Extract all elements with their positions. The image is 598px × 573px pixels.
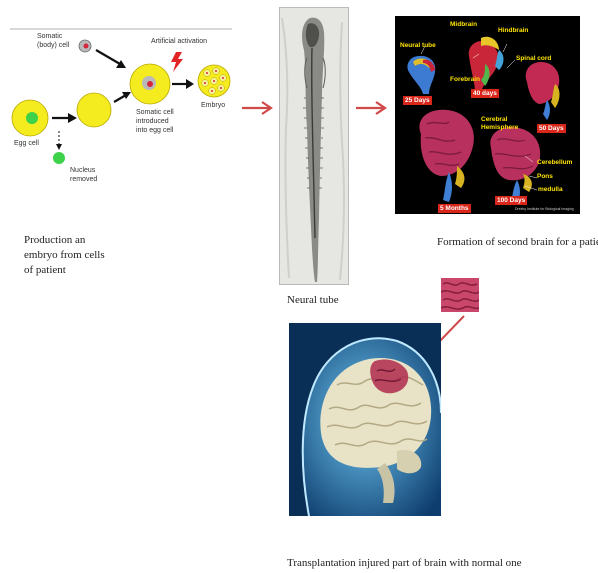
- badge-25-days: 25 Days: [403, 96, 432, 105]
- stage-40-days-brain: [469, 41, 499, 92]
- head-brain-image: [289, 323, 441, 516]
- label-forebrain: Forebrain: [450, 76, 480, 84]
- badge-50-days: 50 Days: [537, 124, 566, 133]
- label-pons: Pons: [537, 173, 553, 181]
- badge-5-months: 5 Months: [438, 204, 471, 213]
- arrow-to-neural-tube: [240, 100, 274, 116]
- enucleated-egg: [77, 93, 111, 127]
- removed-nucleus: [53, 152, 65, 164]
- badge-100-days: 100 Days: [495, 196, 527, 205]
- label-cerebral-hemisphere: Cerebral Hemisphere: [481, 116, 518, 132]
- caption-production: Production an embryo from cells of patie…: [24, 233, 105, 278]
- activation-bolt: [171, 52, 183, 72]
- badge-40-days: 40 days: [471, 89, 499, 98]
- label-somatic-introduced: Somatic cell introduced into egg cell: [136, 108, 174, 135]
- caption-transplantation: Transplantation injured part of brain wi…: [287, 556, 522, 571]
- label-nucleus-removed: Nucleus removed: [70, 166, 97, 184]
- label-neural-tube: Neural tube: [400, 42, 436, 50]
- label-hindbrain: Hindbrain: [498, 27, 528, 35]
- brain-development-panel: Neural tube Midbrain Hindbrain Forebrain…: [395, 16, 580, 214]
- label-artificial-activation: Artificial activation: [151, 37, 207, 46]
- neural-tube-image: [279, 7, 349, 285]
- label-medulla: medulla: [538, 186, 563, 194]
- arrow-to-brain-development: [354, 100, 388, 116]
- credit-text: Drexby Institute for Biological Imaging: [515, 207, 574, 212]
- caption-neural-tube: Neural tube: [287, 293, 339, 308]
- label-embryo: Embryo: [201, 101, 225, 110]
- cloning-diagram: [10, 28, 232, 198]
- cloning-panel: Somatic (body) cell Artificial activatio…: [10, 28, 232, 198]
- label-egg-cell: Egg cell: [14, 139, 39, 148]
- label-spinal-cord: Spinal cord: [516, 55, 551, 63]
- caption-formation: Formation of second brain for a patient: [437, 235, 598, 250]
- label-midbrain: Midbrain: [450, 21, 477, 29]
- label-cerebellum: Cerebellum: [537, 159, 572, 167]
- brain-patch-image: [441, 278, 479, 312]
- label-somatic-cell: Somatic (body) cell: [37, 32, 69, 50]
- stage-5-months-brain: [419, 110, 473, 176]
